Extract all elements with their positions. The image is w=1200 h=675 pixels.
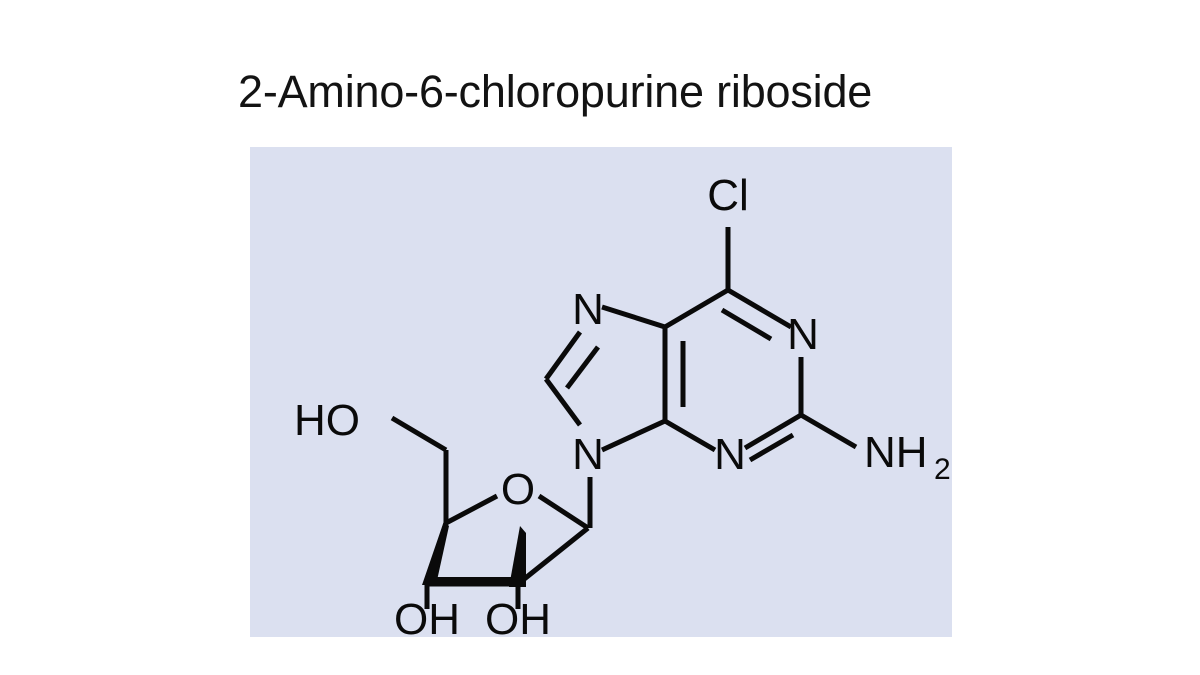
wedge-c4prime-c3prime bbox=[422, 521, 449, 585]
bond-n3-c4 bbox=[663, 418, 717, 453]
page-title: 2-Amino-6-chloropurine riboside bbox=[238, 66, 873, 117]
chemical-structure-panel: Cl N N N N NH 2 O HO OH OH bbox=[250, 147, 952, 637]
wedge-c1prime-c2prime bbox=[509, 526, 526, 587]
atom-label-n7: N bbox=[572, 285, 604, 334]
bond-c6-n1-inner bbox=[720, 307, 773, 342]
bond-c5prime-ho bbox=[390, 415, 448, 453]
wedge-base-c3prime-c2prime bbox=[425, 577, 520, 586]
molecule-svg: Cl N N N N NH 2 O HO OH OH bbox=[250, 147, 952, 637]
bond-n9-c4 bbox=[600, 418, 667, 453]
bond-o4prime-c4prime bbox=[444, 493, 499, 526]
atom-label-amine-subscript: 2 bbox=[934, 453, 951, 486]
bond-c5-n7 bbox=[601, 304, 666, 330]
bond-c8-n9 bbox=[543, 377, 583, 427]
atom-label-ring-oxygen: O bbox=[501, 465, 535, 514]
bond-c2-nh2 bbox=[799, 412, 858, 450]
atom-label-n1: N bbox=[787, 310, 819, 359]
bond-n7-c8-inner bbox=[565, 345, 600, 390]
bond-c2prime-c1prime bbox=[516, 526, 590, 586]
bond-c2-n3 bbox=[743, 412, 803, 451]
bond-c2-n3-inner bbox=[748, 432, 795, 463]
bond-c1prime-o4prime bbox=[537, 493, 590, 531]
stereo-wedge-group bbox=[422, 521, 526, 587]
atom-label-amine: NH bbox=[864, 428, 928, 477]
atom-label-hydroxymethyl: HO bbox=[294, 396, 360, 445]
atom-label-n9: N bbox=[572, 430, 604, 479]
bond-c6-n1 bbox=[726, 287, 793, 330]
atom-label-n3: N bbox=[714, 430, 746, 479]
bond-c6-c5 bbox=[663, 287, 730, 330]
atom-label-chlorine: Cl bbox=[707, 171, 749, 220]
panel-background bbox=[250, 147, 952, 637]
atom-label-hydroxyl-2prime: OH bbox=[485, 595, 551, 637]
atom-label-hydroxyl-3prime: OH bbox=[394, 595, 460, 637]
atom-label-group: Cl N N N N NH 2 O HO OH OH bbox=[294, 171, 951, 637]
bond-group bbox=[390, 227, 858, 609]
bond-n7-c8 bbox=[543, 330, 583, 381]
